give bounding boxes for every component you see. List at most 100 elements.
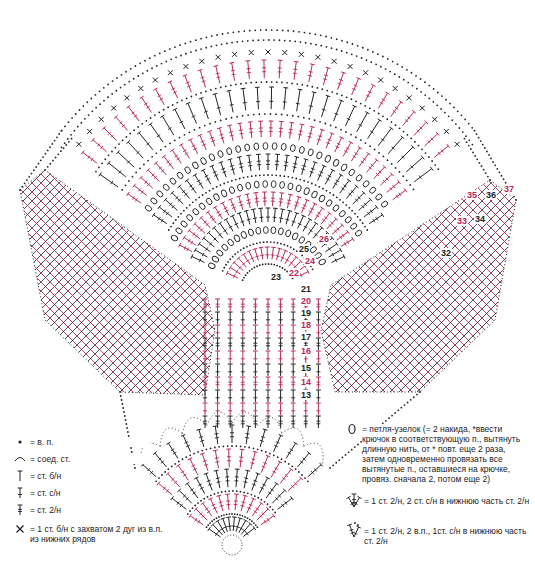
stitch-bar <box>259 127 263 128</box>
stitch-top <box>280 208 285 210</box>
lattice-line <box>515 0 535 576</box>
chain-dot <box>265 29 267 31</box>
lattice-line <box>0 0 188 576</box>
stitch-symbol <box>302 200 307 213</box>
chain-dot <box>444 112 446 114</box>
stitch-symbol <box>359 200 371 211</box>
chain-dot <box>227 32 229 34</box>
stitch-top <box>253 248 258 249</box>
chain-dot <box>243 491 245 493</box>
chain-dot <box>231 180 233 182</box>
lattice-line <box>155 0 535 576</box>
lattice-line <box>155 0 535 576</box>
stitch-bar <box>275 497 278 500</box>
lattice-line <box>0 0 386 576</box>
chain-dot <box>216 517 218 519</box>
cross-stitch <box>282 50 287 55</box>
lattice-line <box>0 0 17 576</box>
chain-dot <box>305 42 307 44</box>
chain-dot <box>128 81 130 83</box>
lattice-line <box>110 0 535 576</box>
chain-dot <box>291 82 293 84</box>
chain-dot <box>336 38 338 40</box>
stitch-top <box>198 69 203 70</box>
stitch-symbol <box>387 182 399 192</box>
loop-stitch <box>217 150 224 158</box>
chain-dot <box>356 55 358 57</box>
stitch-symbol <box>332 225 342 234</box>
chain-dot <box>144 60 146 62</box>
stitch-top <box>248 121 253 123</box>
stitch-bar <box>292 221 296 222</box>
stitch-bar <box>336 180 339 182</box>
chain-dot <box>143 163 145 165</box>
stitch-top <box>170 191 173 194</box>
stitch-bar <box>344 151 347 153</box>
stitch-bar <box>207 511 210 513</box>
stitch-symbol <box>322 96 328 117</box>
stitch-symbol <box>260 121 262 137</box>
chain-dot <box>387 58 389 60</box>
stitch-symbol <box>195 175 203 189</box>
lattice-line <box>488 0 535 576</box>
chain-dot <box>281 114 283 116</box>
stitch-bar <box>363 158 366 160</box>
lattice-line <box>0 0 260 576</box>
chain-dot <box>276 265 278 267</box>
stitch-top <box>335 242 338 246</box>
cross-stitch <box>153 78 158 83</box>
stitch-symbol <box>331 257 344 263</box>
chain-dot <box>47 166 49 168</box>
lattice-line <box>290 0 535 576</box>
cross-stitch <box>432 117 437 122</box>
loop-stitch <box>186 214 194 222</box>
chain-dot <box>125 71 127 73</box>
stitch-bar <box>364 203 367 206</box>
chain-dot <box>279 39 281 41</box>
lattice-line <box>443 0 535 576</box>
stitch-bar <box>202 144 206 146</box>
stitch-top <box>206 211 210 214</box>
chain-dot <box>112 80 114 82</box>
stitch-top <box>269 86 274 87</box>
stitch-top <box>237 256 241 259</box>
stitch-symbol <box>272 192 274 206</box>
stitch-bar <box>308 75 312 77</box>
chain-dot <box>57 153 59 155</box>
cross-stitch <box>138 86 143 91</box>
chain-dot <box>391 121 393 123</box>
stitch-symbol <box>378 128 391 146</box>
stitch-bar <box>188 239 190 242</box>
stitch-top <box>168 81 172 83</box>
lattice-line <box>533 0 535 576</box>
lattice-line <box>0 0 413 576</box>
stitch-top <box>245 193 250 195</box>
stitch-bar <box>243 481 247 483</box>
loop-stitch <box>362 180 370 188</box>
stitch-symbol <box>298 216 304 229</box>
chain-dot <box>253 114 255 116</box>
loop-stitch <box>227 238 235 246</box>
chain-dot <box>244 516 246 518</box>
stitch-bar <box>205 508 208 510</box>
stitch-bar <box>335 146 339 148</box>
cross-stitch <box>444 129 449 134</box>
lattice-line <box>461 0 535 576</box>
stitch-top <box>326 67 331 68</box>
chain-dot <box>197 502 199 504</box>
chain-dot <box>231 117 233 119</box>
stitch-bar <box>322 219 325 221</box>
loop-stitch <box>380 200 388 208</box>
stitch-top <box>170 149 174 152</box>
chain-dot <box>498 171 500 173</box>
stitch-symbol <box>325 170 333 184</box>
chain-dot <box>168 229 170 231</box>
chain-dot <box>156 65 158 67</box>
stitch-symbol <box>277 249 280 261</box>
lattice-line <box>92 0 535 576</box>
lattice-line <box>470 0 535 576</box>
chain-dot <box>378 152 380 154</box>
stitch-bar <box>408 116 411 119</box>
lattice-line <box>173 0 535 576</box>
stitch-bar <box>310 171 314 172</box>
